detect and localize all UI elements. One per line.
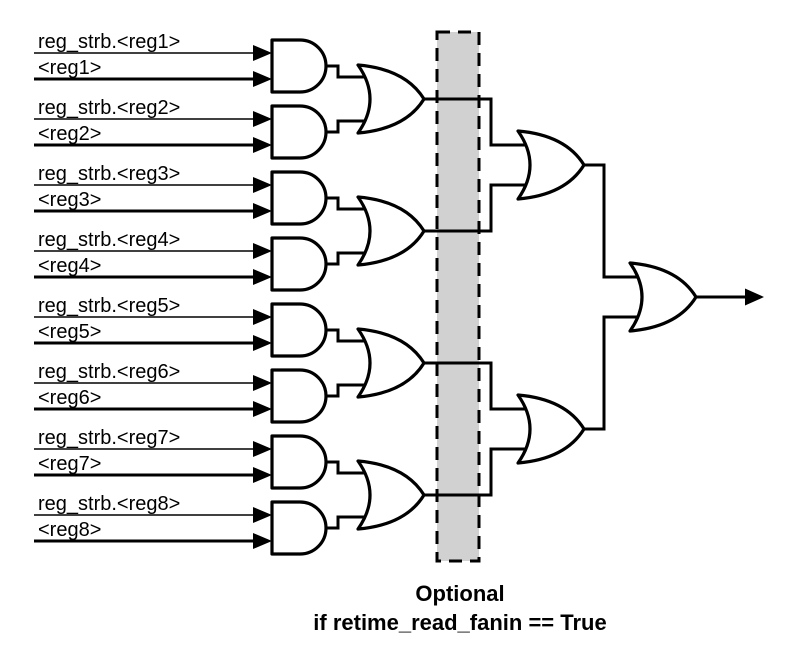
input-arrowhead-strobe-2 [253,111,272,127]
input-label-value-5: <reg5> [38,321,101,343]
or-gate-level1-1 [356,63,426,135]
input-arrowhead-strobe-4 [253,243,272,259]
caption-line2: if retime_read_fanin == True [313,610,606,635]
or-gate-level1-4 [356,459,426,531]
or2-to-final-wire-1 [584,163,642,279]
and-to-or-wire-7 [326,460,370,475]
input-arrowhead-value-6 [253,401,272,417]
input-arrowhead-value-7 [253,467,272,483]
or1-to-or2-wire-4 [424,447,530,497]
input-arrowhead-strobe-6 [253,375,272,391]
optional-region-band [435,30,481,563]
and-to-or-wire-1 [326,64,370,79]
input-arrowhead-value-1 [253,71,272,87]
and-gate-8 [270,500,328,556]
input-arrowhead-value-8 [253,533,272,549]
input-arrowhead-strobe-5 [253,309,272,325]
input-label-strobe-2: reg_strb.<reg2> [38,97,180,119]
input-arrowhead-value-3 [253,203,272,219]
and-to-or-wire-2 [326,119,370,134]
or-gate-level2-1 [516,129,586,201]
and-to-or-wire-8 [326,515,370,530]
or-gate-final [628,261,698,333]
input-arrowhead-strobe-8 [253,507,272,523]
or1-to-or2-wire-3 [424,361,530,411]
and-to-or-wire-3 [326,196,370,211]
output-arrowhead [745,288,764,306]
input-arrowhead-value-2 [253,137,272,153]
input-label-strobe-8: reg_strb.<reg8> [38,493,180,515]
or1-to-or2-wire-1 [424,97,530,147]
input-arrowhead-strobe-1 [253,45,272,61]
input-label-strobe-4: reg_strb.<reg4> [38,229,180,251]
or2-to-final-wire-2 [584,315,642,431]
input-label-strobe-7: reg_strb.<reg7> [38,427,180,449]
and-gate-7 [270,434,328,490]
and-gate-5 [270,302,328,358]
input-label-strobe-3: reg_strb.<reg3> [38,163,180,185]
input-label-value-8: <reg8> [38,519,101,541]
or-gate-level2-2 [516,393,586,465]
and-gate-2 [270,104,328,160]
input-label-value-3: <reg3> [38,189,101,211]
or-gate-level1-2 [356,195,426,267]
or-gate-level1-3 [356,327,426,399]
and-to-or-wire-4 [326,251,370,266]
and-to-or-wire-6 [326,383,370,398]
input-label-value-4: <reg4> [38,255,101,277]
input-arrowhead-strobe-7 [253,441,272,457]
input-label-strobe-5: reg_strb.<reg5> [38,295,180,317]
or1-to-or2-wire-2 [424,183,530,233]
input-label-value-7: <reg7> [38,453,101,475]
and-gate-4 [270,236,328,292]
and-gate-3 [270,170,328,226]
input-arrowhead-value-5 [253,335,272,351]
and-gate-6 [270,368,328,424]
and-gate-1 [270,38,328,94]
and-to-or-wire-5 [326,328,370,343]
input-label-value-1: <reg1> [38,57,101,79]
input-label-strobe-1: reg_strb.<reg1> [38,31,180,53]
input-label-value-6: <reg6> [38,387,101,409]
input-label-value-2: <reg2> [38,123,101,145]
input-arrowhead-strobe-3 [253,177,272,193]
input-arrowhead-value-4 [253,269,272,285]
input-label-strobe-6: reg_strb.<reg6> [38,361,180,383]
caption-line1: Optional [415,581,504,606]
